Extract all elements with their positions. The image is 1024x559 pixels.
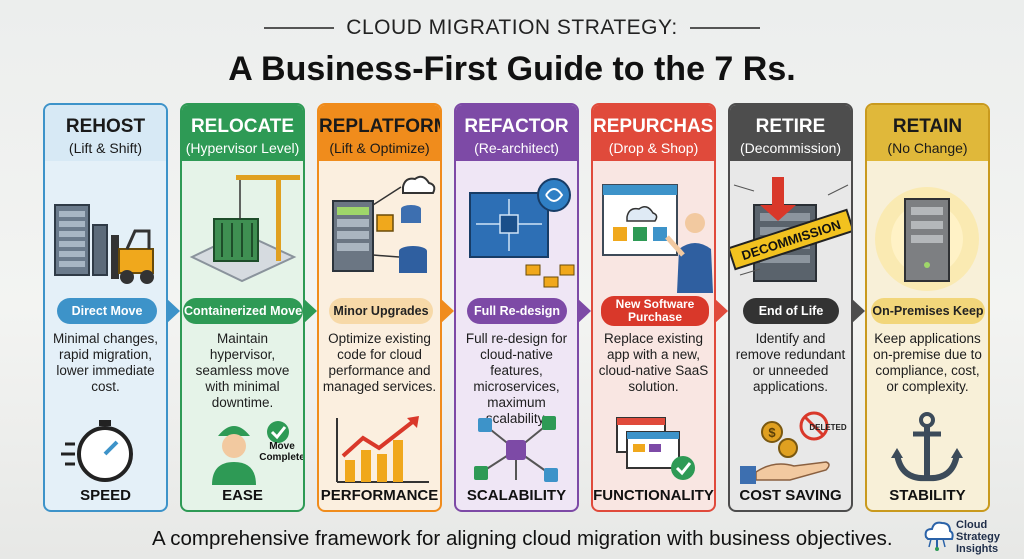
pill-refactor: Full Re-design (467, 298, 567, 324)
card-description: Keep applications on-premise due to comp… (873, 331, 982, 394)
card-subtitle: (Hypervisor Level) (185, 140, 300, 156)
anchor-icon (867, 410, 988, 485)
arrow-rehost-relocate (166, 298, 180, 324)
card-benefit: PERFORMANCE (320, 487, 439, 504)
card-benefit: SCALABILITY (466, 487, 567, 504)
card-benefit: STABILITY (889, 487, 966, 504)
pill-retain: On-Premises Keep (871, 298, 985, 324)
brand-line-2: Strategy (956, 531, 1001, 543)
card-benefit: EASE (222, 487, 263, 504)
app-windows-check-icon (593, 410, 714, 485)
card-header: REHOST (Lift & Shift) (45, 105, 166, 161)
card-description: Replace existing app with a new, cloud-n… (598, 331, 709, 394)
brand-name: Cloud Strategy Insights (956, 519, 1000, 555)
card-title: RETAIN (892, 116, 963, 137)
pill-replatform: Minor Upgrades (329, 298, 433, 324)
cloud-logo-icon (924, 521, 954, 551)
arrow-replatform-refactor (440, 298, 454, 324)
card-header: RETIRE (Decommission) (730, 105, 851, 161)
card-subtitle: (Re-architect) (474, 140, 559, 156)
arrow-refactor-repurchase (577, 298, 591, 324)
stopwatch-icon (45, 410, 166, 485)
pill-retire: End of Life (743, 298, 839, 324)
crane-container-icon (182, 165, 303, 293)
card-header: RELOCATE (Hypervisor Level) (182, 105, 303, 161)
worker-check-icon (182, 410, 303, 485)
card-subtitle: (No Change) (887, 140, 968, 156)
glowing-server-icon (867, 165, 988, 293)
move-complete-label: Move Complete (259, 441, 305, 463)
card-retire: RETIRE (Decommission) DECOMMISSION Ident… (728, 103, 853, 512)
hand-coins-icon: $ (730, 410, 851, 485)
card-title: REPLATFORM (319, 116, 442, 137)
card-header: RETAIN (No Change) (867, 105, 988, 161)
strategy-cards: REHOST (Lift & Shift) Minimal changes, r… (43, 103, 993, 512)
card-title: REPURCHASE (593, 116, 716, 137)
card-replatform: REPLATFORM (Lift & Optimize) Optimize ex… (317, 103, 442, 512)
brand-line-3: Insights (956, 543, 999, 555)
card-benefit: FUNCTIONALITY (593, 487, 714, 504)
forklift-server-icon (45, 165, 166, 293)
server-database-cloud-icon (319, 165, 440, 293)
card-header: REFACTOR (Re-architect) (456, 105, 577, 161)
brand-logo: Cloud Strategy Insights (920, 517, 1020, 557)
pill-relocate: Containerized Move (183, 298, 303, 324)
growth-chart-icon (319, 410, 440, 485)
arrow-repurchase-retire (714, 298, 728, 324)
decommission-server-icon: DECOMMISSION (730, 165, 851, 293)
brand-line-1: Cloud (956, 519, 988, 531)
card-description: Maintain hypervisor, seamless move with … (195, 331, 290, 410)
network-nodes-icon (456, 410, 577, 485)
card-subtitle: (Decommission) (739, 140, 842, 156)
card-title: REFACTOR (464, 116, 569, 137)
kicker-text: CLOUD MIGRATION STRATEGY: (346, 16, 678, 39)
blueprint-brain-icon (456, 165, 577, 293)
pill-rehost: Direct Move (57, 298, 157, 324)
arrow-relocate-replatform (303, 298, 317, 324)
card-subtitle: (Lift & Shift) (68, 140, 143, 156)
card-benefit: COST SAVING (739, 487, 842, 504)
page-title: A Business-First Guide to the 7 Rs. (228, 50, 796, 88)
deleted-stamp: DELETED (809, 423, 847, 432)
card-description: Identify and remove redundant or unneede… (735, 331, 846, 394)
card-description: Optimize existing code for cloud perform… (322, 331, 437, 394)
svg-text:$: $ (768, 425, 776, 440)
arrow-retire-retain (851, 298, 865, 324)
saas-store-person-icon (593, 165, 714, 293)
card-title: RELOCATE (190, 116, 295, 137)
kicker: CLOUD MIGRATION STRATEGY: (0, 16, 1024, 40)
kicker-rule-right (689, 27, 760, 30)
card-title: REHOST (65, 116, 146, 137)
card-description: Minimal changes, rapid migration, lower … (52, 331, 159, 394)
card-subtitle: (Lift & Optimize) (329, 140, 430, 156)
card-header: REPLATFORM (Lift & Optimize) (319, 105, 440, 161)
card-description: Full re-design for cloud-native features… (465, 331, 568, 426)
card-subtitle: (Drop & Shop) (608, 140, 699, 156)
kicker-rule-left (264, 27, 335, 30)
card-title: RETIRE (755, 116, 826, 137)
footer-caption: A comprehensive framework for aligning c… (152, 527, 893, 550)
pill-repurchase: New Software Purchase (601, 296, 709, 326)
card-benefit: SPEED (80, 487, 131, 504)
card-header: REPURCHASE (Drop & Shop) (593, 105, 714, 161)
